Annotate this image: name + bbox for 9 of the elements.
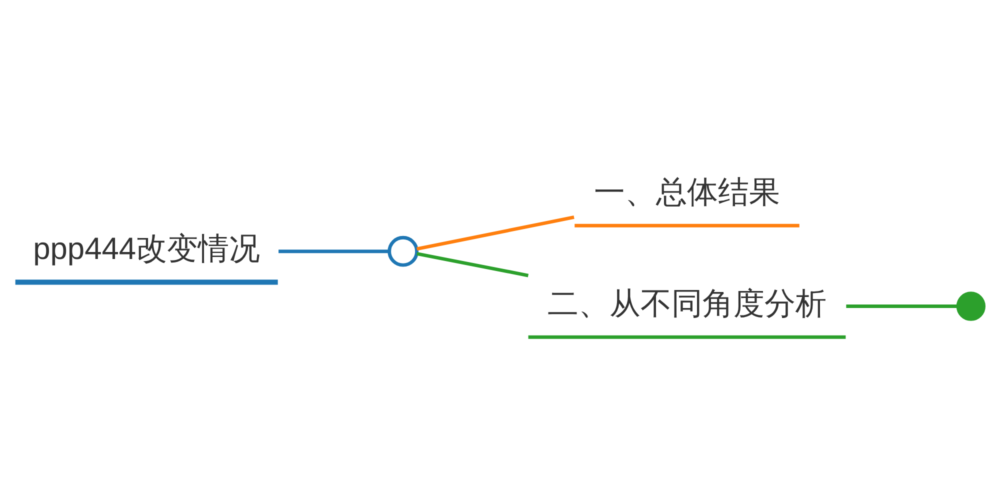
connector — [416, 252, 529, 277]
connector — [416, 215, 574, 250]
node-circle — [956, 291, 986, 320]
node-text: 一、总体结果 — [594, 174, 780, 209]
node-text: ppp444改变情况 — [33, 230, 260, 266]
connector — [846, 304, 958, 308]
connector — [278, 249, 389, 253]
node-text: 二、从不同角度分析 — [548, 285, 826, 320]
node-circle — [388, 235, 418, 266]
